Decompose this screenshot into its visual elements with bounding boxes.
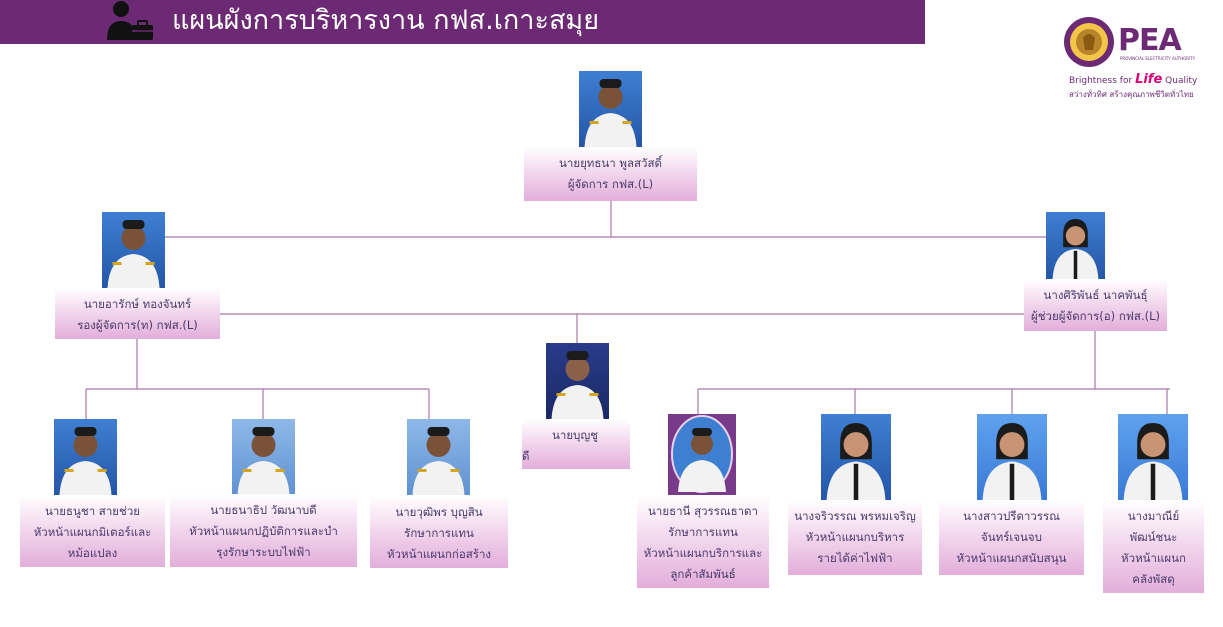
org-title: ผู้ช่วยผู้จัดการ(อ) กฟส.(L) (1031, 309, 1160, 323)
org-box-deputy-tech: นายอารักษ์ ทองจันทร์ รองผู้จัดการ(ท) กฟส… (55, 288, 220, 339)
logo-wordmark: PEA (1118, 23, 1182, 58)
logo-tagline: Brightness for Life Quality (1069, 72, 1198, 87)
org-title: หัวหน้าแผนกมิเตอร์และ (33, 525, 152, 539)
org-name-cont: ดี (522, 449, 530, 463)
org-name: นางสาวปรีดาวรรณ (963, 509, 1060, 523)
org-title: รองผู้จัดการ(ท) กฟส.(L) (77, 318, 198, 332)
org-title: หัวหน้าแผนกสนับสนุน (956, 551, 1067, 565)
org-box-head-2: นายธนาธิป วัฒนาบดี หัวหน้าแผนกปฏิบัติการ… (170, 494, 357, 567)
photo-head-1 (54, 419, 117, 495)
photo-assistant-admin (1046, 212, 1105, 279)
pea-seal-icon (1064, 17, 1114, 67)
org-title: รักษาการแทน (404, 526, 474, 540)
org-name: นายธนูชา สายช่วย (44, 504, 141, 518)
org-name: นางมาณีย์ (1127, 509, 1180, 523)
photo-head-4 (668, 414, 736, 495)
photo-head-2 (232, 419, 295, 495)
org-title: รายได้ค่าไฟฟ้า (817, 551, 893, 565)
org-box-head-7: นางมาณีย์ พัฒน์ชนะ หัวหน้าแผนก คลังพัสดุ (1103, 500, 1204, 593)
org-title: รักษาการแทน (668, 525, 738, 539)
photo-deputy-tech (102, 212, 165, 288)
org-title: หัวหน้าแผนกก่อสร้าง (386, 547, 492, 561)
pea-logo: PEA PROVINCIAL ELECTRICITY AUTHORITY Bri… (1063, 16, 1198, 106)
org-title: รุงรักษาระบบไฟฟ้า (216, 545, 311, 559)
logo-subtext: PROVINCIAL ELECTRICITY AUTHORITY (1120, 56, 1196, 61)
photo-head-5 (821, 414, 891, 500)
org-box-head-1: นายธนูชา สายช่วย หัวหน้าแผนกมิเตอร์และ ห… (20, 495, 165, 567)
org-box-center: นายบุญชู ดี (522, 419, 630, 469)
org-name: นายวุฒิพร บุญสิน (395, 505, 483, 519)
org-box-head-6: นางสาวปรีดาวรรณ จันทร์เจนจบ หัวหน้าแผนกส… (939, 500, 1084, 575)
header-banner: แผนผังการบริหารงาน กฟส.เกาะสมุย (0, 0, 925, 44)
org-title: หัวหน้าแผนกปฏิบัติการและบำ (189, 524, 338, 538)
photo-head-3 (407, 419, 470, 495)
photo-head-7 (1118, 414, 1188, 500)
person-briefcase-icon (104, 0, 156, 44)
org-name: นายธานี สุวรรณธาดา (648, 504, 758, 518)
org-name: นายอารักษ์ ทองจันทร์ (83, 297, 192, 311)
org-name: นายยุทธนา พูลสวัสดิ์ (559, 156, 662, 170)
photo-head-6 (977, 414, 1047, 500)
org-box-head-3: นายวุฒิพร บุญสิน รักษาการแทน หัวหน้าแผนก… (370, 496, 508, 568)
org-box-manager: นายยุทธนา พูลสวัสดิ์ ผู้จัดการ กฟส.(L) (524, 147, 697, 201)
org-name: นายบุญชู (552, 428, 598, 442)
org-box-head-4: นายธานี สุวรรณธาดา รักษาการแทน หัวหน้าแผ… (637, 495, 769, 588)
org-title: ลูกค้าสัมพันธ์ (670, 567, 736, 581)
page-title: แผนผังการบริหารงาน กฟส.เกาะสมุย (172, 5, 600, 36)
org-title: จันทร์เจนจบ (981, 530, 1042, 544)
photo-center (546, 343, 609, 419)
org-name: นางศิริพันธ์ นาคพันธุ์ (1043, 288, 1148, 302)
logo-tagline-thai: สว่างทั่วทิศ สร้างคุณภาพชีวิตทั่วไทย (1069, 90, 1194, 99)
org-title: ผู้จัดการ กฟส.(L) (567, 177, 654, 191)
org-title: พัฒน์ชนะ (1129, 530, 1178, 544)
org-name: นางจริวรรณ พรหมเจริญ (794, 509, 916, 523)
org-box-head-5: นางจริวรรณ พรหมเจริญ หัวหน้าแผนกบริหาร ร… (788, 500, 922, 575)
photo-manager (579, 71, 642, 147)
org-title: หัวหน้าแผนก (1121, 551, 1186, 565)
org-title: หม้อแปลง (67, 546, 118, 560)
org-title: หัวหน้าแผนกบริหาร (805, 530, 905, 544)
org-title: หัวหน้าแผนกบริการและ (643, 546, 763, 560)
org-box-assistant-admin: นางศิริพันธ์ นาคพันธุ์ ผู้ช่วยผู้จัดการ(… (1024, 279, 1167, 331)
org-title: คลังพัสดุ (1132, 572, 1175, 586)
org-name: นายธนาธิป วัฒนาบดี (210, 503, 317, 517)
